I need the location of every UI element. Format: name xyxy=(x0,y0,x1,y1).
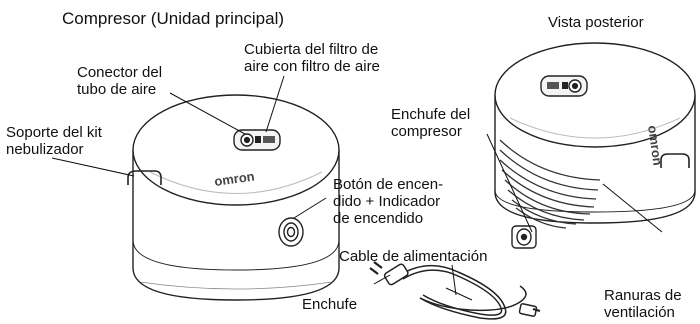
power-cable-label: Cable de alimentación xyxy=(339,248,488,265)
leader-lines-right xyxy=(445,133,663,301)
cable-connector xyxy=(518,303,538,317)
power-button-label: Botón de encen- dido + Indicador de ence… xyxy=(333,176,444,227)
power-plug xyxy=(369,261,409,286)
rear-view-title: Vista posterior xyxy=(548,14,644,31)
compressor-socket-label: Enchufe del compresor xyxy=(391,106,471,140)
filter-cover-label: Cubierta del filtro de aire con filtro d… xyxy=(244,41,380,75)
air-tube-connector-label: Conector del tubo de aire xyxy=(77,64,163,98)
leader-plug xyxy=(373,274,391,285)
main-unit-title: Compresor (Unidad principal) xyxy=(62,9,285,28)
brand-logo-rear: omron xyxy=(645,124,665,166)
compressor-socket xyxy=(511,225,537,249)
leader-lines-left xyxy=(51,75,327,219)
power-button[interactable] xyxy=(278,217,304,247)
compressor-front xyxy=(127,94,340,301)
vent-slots xyxy=(499,139,601,229)
leader-cable xyxy=(451,264,457,296)
compressor-rear xyxy=(494,42,696,249)
kit-holder-label: Soporte del kit nebulizador xyxy=(6,124,102,158)
brand-logo-front: omron xyxy=(213,168,255,188)
plug-label: Enchufe xyxy=(302,296,358,313)
vents-label: Ranuras de ventilación xyxy=(604,287,682,321)
power-cable xyxy=(369,261,541,320)
top-panel xyxy=(233,129,281,151)
